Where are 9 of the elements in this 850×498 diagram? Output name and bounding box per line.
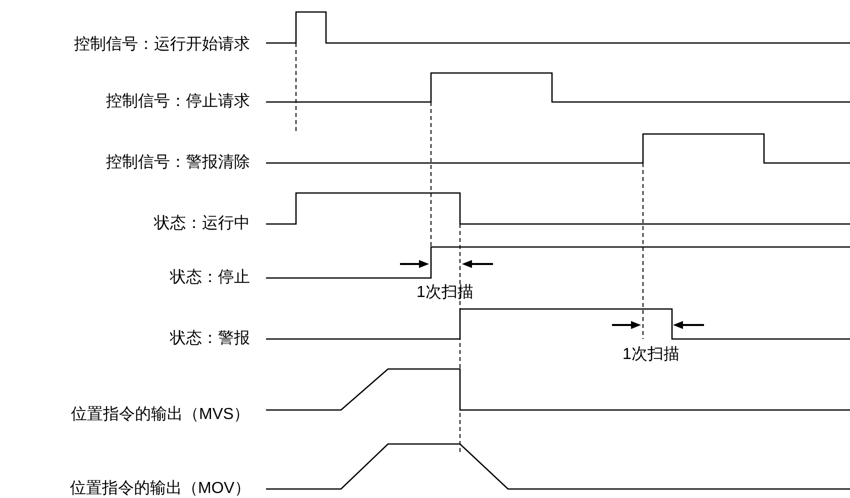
signal-label: 控制信号：警报清除 [106,153,250,173]
signal-label: 状态：停止 [170,268,250,288]
signal-label: 位置指令的输出（MOV） [70,479,250,498]
signal-label: 控制信号：运行开始请求 [74,35,250,55]
signal-label: 状态：警报 [170,329,250,349]
signal-label: 控制信号：停止请求 [106,92,250,112]
signal-label: 状态：运行中 [154,214,250,234]
scan-label: 1次扫描 [622,345,680,365]
signal-label: 位置指令的输出（MVS） [71,405,250,425]
